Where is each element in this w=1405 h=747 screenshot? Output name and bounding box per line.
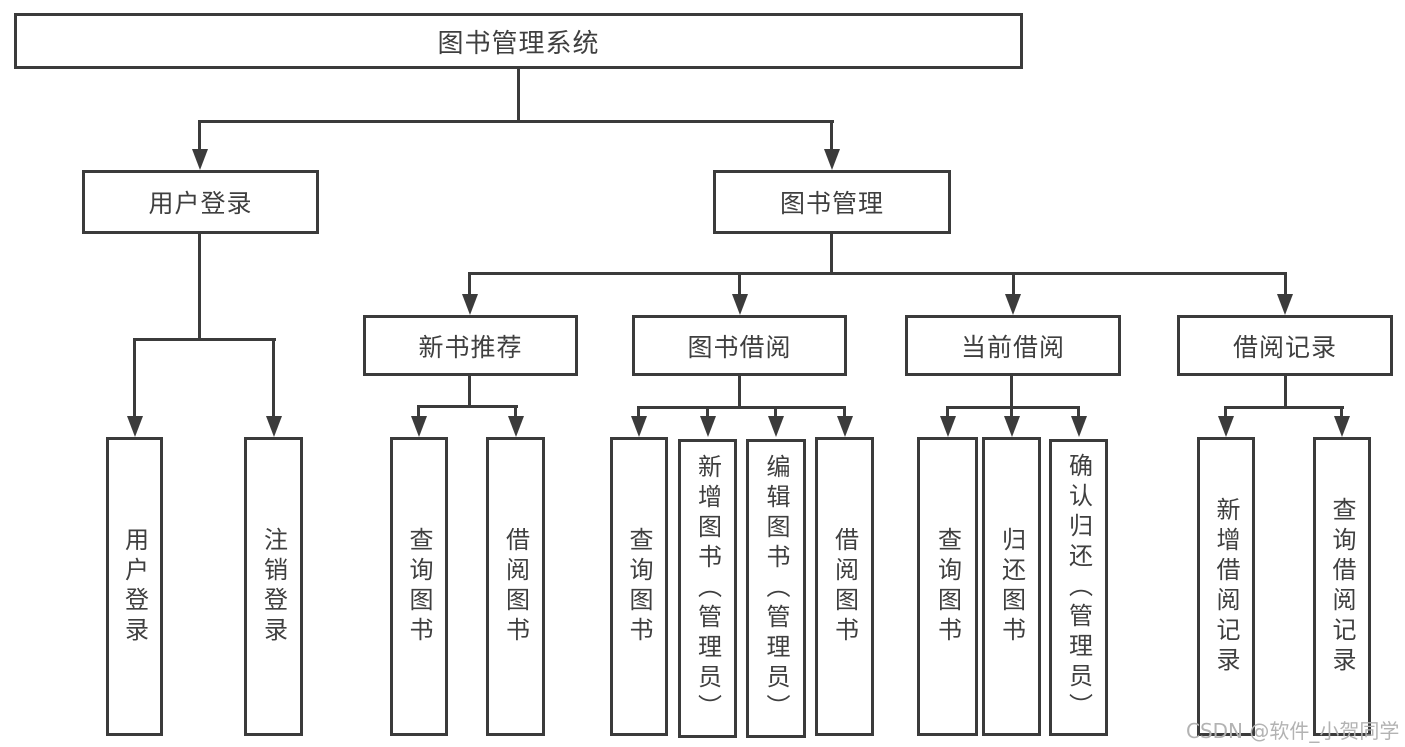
arrow-down-icon <box>266 416 282 437</box>
leaf-edit-books-admin: 编辑图书（管理员） <box>746 439 806 738</box>
connector-line <box>417 405 420 418</box>
arrow-down-icon <box>462 294 478 315</box>
connector-line <box>1284 376 1287 407</box>
connector-line <box>417 405 518 408</box>
node-current-borrow: 当前借阅 <box>905 315 1121 376</box>
watermark: CSDN @软件_小贺同学 <box>1186 719 1400 743</box>
connector-line <box>843 406 846 418</box>
connector-line <box>1284 272 1287 296</box>
connector-line <box>706 406 709 418</box>
arrow-down-icon <box>732 294 748 315</box>
leaf-user-login: 用户登录 <box>106 437 163 736</box>
connector-line <box>198 234 201 341</box>
connector-line <box>1010 376 1013 407</box>
leaf-add-borrow-record: 新增借阅记录 <box>1197 437 1255 736</box>
arrow-down-icon <box>1005 294 1021 315</box>
arrow-down-icon <box>1334 416 1350 437</box>
connector-line <box>1340 406 1343 418</box>
connector-line <box>830 120 833 152</box>
arrow-down-icon <box>1004 416 1020 437</box>
arrow-down-icon <box>127 416 143 437</box>
arrow-down-icon <box>768 416 784 437</box>
leaf-confirm-return-admin: 确认归还（管理员） <box>1049 439 1108 736</box>
node-book-management: 图书管理 <box>713 170 951 234</box>
connector-line <box>198 120 834 123</box>
arrow-down-icon <box>1218 416 1234 437</box>
arrow-down-icon <box>1071 416 1087 437</box>
leaf-query-borrow-record: 查询借阅记录 <box>1313 437 1371 736</box>
connector-line <box>517 69 520 120</box>
connector-line <box>468 376 471 407</box>
leaf-logout: 注销登录 <box>244 437 303 736</box>
leaf-query-books: 查询图书 <box>610 437 668 736</box>
connector-line <box>1012 272 1015 296</box>
leaf-query-books: 查询图书 <box>390 437 448 736</box>
connector-line <box>738 376 741 408</box>
connector-line <box>468 272 1287 275</box>
arrow-down-icon <box>824 149 840 170</box>
leaf-borrow-books: 借阅图书 <box>486 437 545 736</box>
connector-line <box>637 406 846 409</box>
connector-line <box>1224 406 1227 418</box>
connector-line <box>1010 406 1013 418</box>
connector-line <box>468 272 471 296</box>
connector-line <box>198 120 201 152</box>
connector-line <box>637 406 640 418</box>
arrow-down-icon <box>192 149 208 170</box>
arrow-down-icon <box>631 416 647 437</box>
leaf-query-books: 查询图书 <box>917 437 978 736</box>
connector-line <box>272 338 275 418</box>
arrow-down-icon <box>837 416 853 437</box>
node-library-system: 图书管理系统 <box>14 13 1023 69</box>
arrow-down-icon <box>508 416 524 437</box>
leaf-borrow-books: 借阅图书 <box>815 437 874 736</box>
node-borrow-record: 借阅记录 <box>1177 315 1393 376</box>
connector-line <box>1077 406 1080 418</box>
connector-line <box>1224 406 1344 409</box>
node-user-login: 用户登录 <box>82 170 319 234</box>
connector-line <box>514 405 517 418</box>
node-new-book-recommend: 新书推荐 <box>363 315 578 376</box>
arrow-down-icon <box>940 416 956 437</box>
connector-line <box>133 338 276 341</box>
connector-line <box>946 406 1080 409</box>
connector-line <box>133 338 136 418</box>
leaf-add-books-admin: 新增图书（管理员） <box>678 439 737 738</box>
connector-line <box>830 234 833 275</box>
connector-line <box>946 406 949 418</box>
node-book-borrow: 图书借阅 <box>632 315 847 376</box>
arrow-down-icon <box>411 416 427 437</box>
connector-line <box>774 406 777 418</box>
arrow-down-icon <box>1277 294 1293 315</box>
arrow-down-icon <box>700 416 716 437</box>
leaf-return-books: 归还图书 <box>982 437 1041 736</box>
connector-line <box>738 272 741 296</box>
